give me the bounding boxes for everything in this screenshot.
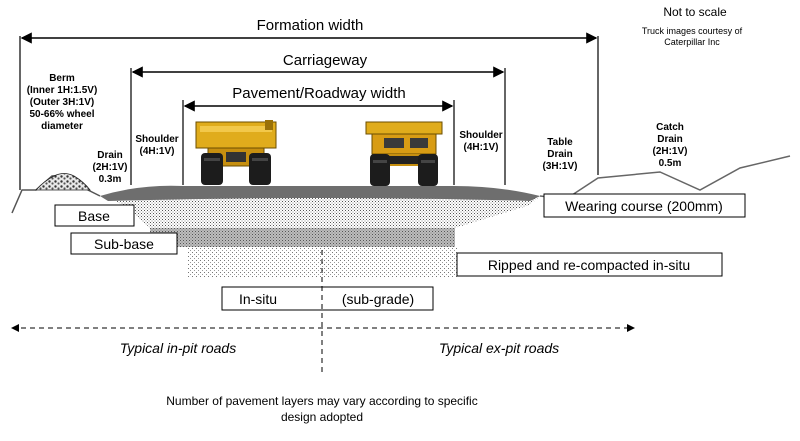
svg-text:0.3m: 0.3m <box>99 174 122 185</box>
svg-text:(2H:1V): (2H:1V) <box>652 146 687 157</box>
pavement-width-dimension: Pavement/Roadway width <box>182 85 455 185</box>
courtesy-line-1: Truck images courtesy of <box>642 26 743 36</box>
formation-width-label: Formation width <box>257 17 364 34</box>
wearing-course-layer <box>100 185 540 201</box>
svg-text:(Inner 1H:1.5V): (Inner 1H:1.5V) <box>27 85 98 96</box>
svg-text:Ripped and re-compacted in-sit: Ripped and re-compacted in-situ <box>488 257 690 273</box>
pavement-width-label: Pavement/Roadway width <box>232 85 405 102</box>
carriageway-label: Carriageway <box>283 52 368 69</box>
svg-text:0.5m: 0.5m <box>659 158 682 169</box>
haul-truck-front-icon <box>365 121 443 186</box>
footer-note-line-1: Number of pavement layers may vary accor… <box>166 394 477 408</box>
svg-text:Sub-base: Sub-base <box>94 236 154 252</box>
drain-label: Drain (2H:1V) 0.3m <box>92 150 127 185</box>
berm-gravel-pile <box>35 173 91 191</box>
svg-text:Wearing course (200mm): Wearing course (200mm) <box>565 198 723 214</box>
svg-text:Shoulder: Shoulder <box>459 130 502 141</box>
svg-text:Berm: Berm <box>49 73 75 84</box>
in-situ-label: In-situ <box>239 291 277 307</box>
svg-text:(4H:1V): (4H:1V) <box>139 146 174 157</box>
base-subbase-layer <box>108 196 540 228</box>
svg-text:Catch: Catch <box>656 122 684 133</box>
svg-text:(4H:1V): (4H:1V) <box>463 142 498 153</box>
catch-drain-label: Catch Drain (2H:1V) 0.5m <box>652 122 687 169</box>
formation-width-dimension: Formation width <box>19 17 599 190</box>
ripped-label-box: Ripped and re-compacted in-situ <box>456 252 723 277</box>
svg-text:(2H:1V): (2H:1V) <box>92 162 127 173</box>
courtesy-line-2: Caterpillar Inc <box>664 37 720 47</box>
shoulder-left-label: Shoulder (4H:1V) <box>135 134 178 157</box>
shoulder-right-label: Shoulder (4H:1V) <box>459 130 502 153</box>
svg-text:Drain: Drain <box>547 149 573 160</box>
sub-base-label-box: Sub-base <box>70 232 178 255</box>
berm-label: Berm (Inner 1H:1.5V) (Outer 3H:1V) 50-66… <box>27 73 98 132</box>
svg-text:(3H:1V): (3H:1V) <box>542 161 577 172</box>
footer-note-line-2: design adopted <box>281 410 363 424</box>
svg-text:Drain: Drain <box>97 150 123 161</box>
svg-text:50-66% wheel: 50-66% wheel <box>29 109 94 120</box>
haul-truck-rear-icon <box>195 120 277 185</box>
not-to-scale-note: Not to scale <box>663 5 727 19</box>
svg-text:diameter: diameter <box>41 121 83 132</box>
in-pit-roads-label: Typical in-pit roads <box>120 340 236 356</box>
sub-grade-label: (sub-grade) <box>342 291 414 307</box>
svg-text:Drain: Drain <box>657 134 683 145</box>
base-label-box: Base <box>54 204 135 227</box>
in-situ-layer <box>188 245 458 277</box>
in-situ-label-box: In-situ (sub-grade) <box>221 286 434 311</box>
svg-text:(Outer 3H:1V): (Outer 3H:1V) <box>30 97 94 108</box>
table-drain-label: Table Drain (3H:1V) <box>542 137 577 172</box>
wearing-course-label-box: Wearing course (200mm) <box>543 193 746 218</box>
ripped-layer <box>150 225 455 247</box>
carriageway-dimension: Carriageway <box>130 52 506 185</box>
ex-pit-roads-label: Typical ex-pit roads <box>439 340 559 356</box>
svg-text:Shoulder: Shoulder <box>135 134 178 145</box>
svg-text:Base: Base <box>78 208 110 224</box>
svg-text:Table: Table <box>547 137 573 148</box>
